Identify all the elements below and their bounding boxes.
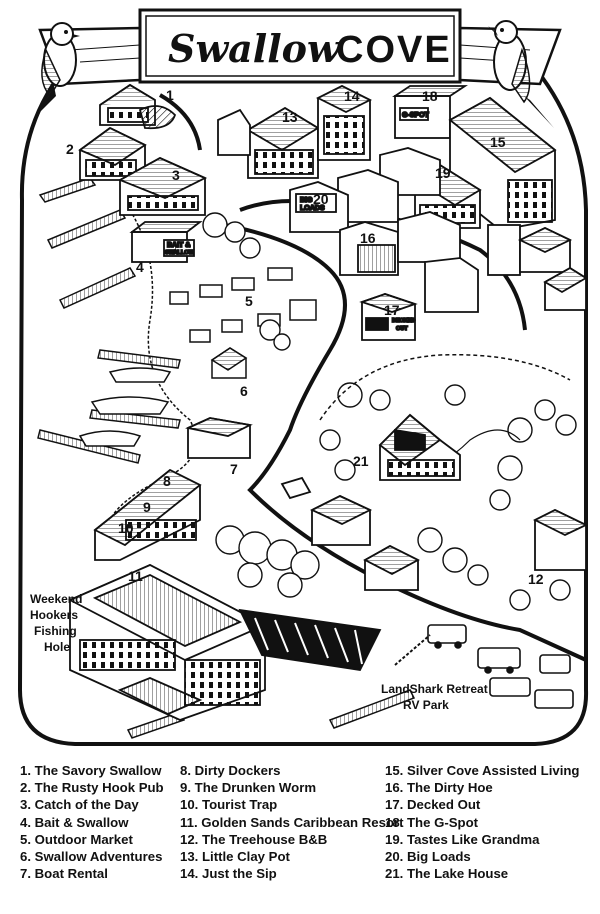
marker-15: 15 bbox=[490, 134, 506, 150]
fishing-hole-label: Weekend Hookers Fishing Hole bbox=[30, 592, 82, 654]
swallow-bird-right bbox=[488, 20, 554, 128]
buildings-waterfront: BAIT & SWALLOW bbox=[67, 83, 382, 721]
marker-20: 20 bbox=[313, 191, 329, 207]
legend-item: 6. Swallow Adventures bbox=[20, 849, 163, 865]
market-stalls bbox=[169, 267, 317, 379]
rv-park-label: LandShark Retreat RV Park bbox=[381, 682, 488, 712]
fishing-hole-label-line1: Weekend bbox=[30, 592, 82, 606]
marker-19: 19 bbox=[435, 165, 451, 181]
legend-item: 1. The Savory Swallow bbox=[20, 763, 162, 778]
fishing-hole-label-line3: Fishing bbox=[34, 624, 77, 638]
jar-outline bbox=[17, 60, 589, 746]
legend: 1. The Savory Swallow 2. The Rusty Hook … bbox=[0, 762, 600, 912]
map-illustration: Swallow COVE bbox=[17, 8, 589, 746]
marker-4: 4 bbox=[136, 259, 144, 275]
legend-item: 17. Decked Out bbox=[385, 797, 481, 813]
legend-item: 12. The Treehouse B&B bbox=[180, 831, 328, 847]
fishing-hole-label-line4: Hole bbox=[44, 640, 70, 654]
legend-column-2: 8. Dirty Dockers 9. The Drunken Worm 10.… bbox=[180, 762, 404, 882]
marker-1: 1 bbox=[166, 87, 174, 103]
marker-2: 2 bbox=[66, 141, 74, 157]
marker-10: 10 bbox=[118, 520, 134, 536]
marker-6: 6 bbox=[240, 383, 248, 399]
legend-item: 13. Little Clay Pot bbox=[180, 849, 290, 865]
marker-5: 5 bbox=[245, 293, 253, 309]
road-top bbox=[159, 93, 202, 151]
title-block: COVE bbox=[336, 29, 452, 71]
lake-house bbox=[378, 413, 461, 481]
marker-13: 13 bbox=[282, 109, 298, 125]
marker-11: 11 bbox=[128, 568, 143, 584]
sign-decked-out-line2: OUT bbox=[396, 326, 408, 332]
title-banner: Swallow COVE bbox=[38, 8, 562, 86]
legend-item: 15. Silver Cove Assisted Living bbox=[385, 763, 580, 778]
legend-item: 11. Golden Sands Caribbean Resort bbox=[180, 814, 404, 830]
marker-8: 8 bbox=[163, 473, 171, 489]
marker-21: 21 bbox=[353, 453, 369, 469]
title-script: Swallow bbox=[168, 26, 341, 71]
legend-column-3: 15. Silver Cove Assisted Living 16. The … bbox=[385, 762, 585, 882]
cabins bbox=[280, 476, 589, 591]
swallow-bird-left bbox=[38, 22, 80, 114]
boats bbox=[78, 367, 172, 447]
trees bbox=[202, 212, 577, 611]
legend-item: 8. Dirty Dockers bbox=[180, 763, 281, 778]
marker-17: 17 bbox=[384, 302, 400, 318]
marker-16: 16 bbox=[360, 230, 376, 246]
legend-item: 9. The Drunken Worm bbox=[180, 780, 317, 796]
legend-item: 7. Boat Rental bbox=[20, 866, 108, 882]
legend-item: 4. Bait & Swallow bbox=[20, 814, 129, 830]
legend-item: 14. Just the Sip bbox=[180, 866, 277, 882]
rv-park bbox=[394, 624, 574, 709]
legend-item: 16. The Dirty Hoe bbox=[385, 780, 493, 796]
sign-bait-line2: SWALLOW bbox=[165, 250, 195, 256]
sign-big-loads-line2: LOADS bbox=[300, 205, 325, 212]
sign-decked-out-line1: DECKED bbox=[392, 318, 415, 324]
sign-big-loads-line1: BIG bbox=[300, 197, 313, 204]
sign-g-spot: G-SPOT bbox=[402, 112, 430, 119]
location-markers: 1 2 3 4 5 6 7 8 9 10 11 12 13 14 15 16 1… bbox=[66, 87, 544, 587]
park-ring bbox=[319, 353, 571, 421]
legend-item: 19. Tastes Like Grandma bbox=[385, 831, 540, 847]
legend-item: 20. Big Loads bbox=[385, 849, 471, 865]
legend-item: 2. The Rusty Hook Pub bbox=[20, 780, 164, 796]
sign-bait-line1: BAIT & bbox=[167, 242, 190, 249]
legend-item: 10. Tourist Trap bbox=[180, 797, 278, 813]
marker-3: 3 bbox=[172, 167, 180, 183]
marker-7: 7 bbox=[230, 461, 238, 477]
rv-park-label-line1: LandShark Retreat bbox=[381, 682, 488, 696]
legend-column-1: 1. The Savory Swallow 2. The Rusty Hook … bbox=[20, 762, 220, 882]
marker-14: 14 bbox=[344, 88, 360, 104]
marker-12: 12 bbox=[528, 571, 544, 587]
marker-18: 18 bbox=[422, 88, 438, 104]
fishing-hole-label-line2: Hookers bbox=[30, 608, 78, 622]
legend-item: 21. The Lake House bbox=[385, 866, 509, 882]
marker-9: 9 bbox=[143, 499, 151, 515]
legend-item: 3. Catch of the Day bbox=[20, 797, 139, 813]
legend-item: 18. The G-Spot bbox=[385, 814, 479, 830]
shoreline bbox=[109, 209, 197, 521]
legend-item: 5. Outdoor Market bbox=[20, 831, 133, 847]
buildings-town: G-SPOT BIG LOADS DECKED OUT bbox=[217, 84, 588, 341]
rv-park-label-line2: RV Park bbox=[403, 698, 449, 712]
